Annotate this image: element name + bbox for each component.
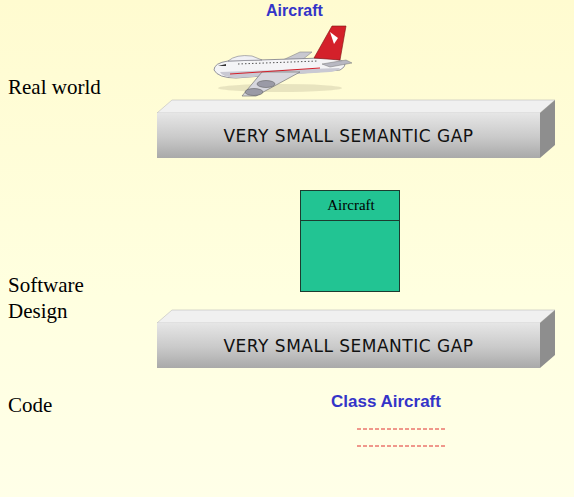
class-name: Aircraft xyxy=(301,191,399,214)
class-box: Aircraft xyxy=(300,190,400,292)
level-label: Software Design xyxy=(8,272,118,325)
gap-label: VERY SMALL SEMANTIC GAP xyxy=(223,126,473,146)
semantic-gap-bar: VERY SMALL SEMANTIC GAP xyxy=(157,113,540,158)
gap-label: VERY SMALL SEMANTIC GAP xyxy=(223,336,473,356)
class-name: Class Aircraft xyxy=(331,392,441,412)
picture-title: Aircraft xyxy=(266,2,323,20)
level-label: Real world xyxy=(8,74,118,100)
bar-3d-faces xyxy=(157,100,555,368)
compartment-line xyxy=(301,220,399,221)
aircraft-picture xyxy=(214,26,352,96)
semantic-gap-bar: VERY SMALL SEMANTIC GAP xyxy=(157,323,540,368)
level-label: Code xyxy=(8,392,118,418)
code-lines xyxy=(357,429,445,446)
